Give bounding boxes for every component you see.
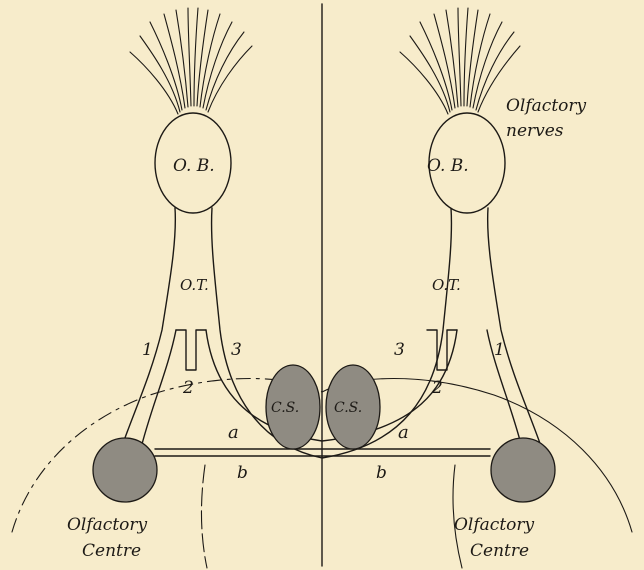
root-2-left-stub — [176, 330, 206, 370]
label-centre-left-2: Centre — [82, 541, 141, 561]
label-olfactory-nerves-2: nerves — [506, 121, 564, 141]
label-root-3-right: 3 — [394, 340, 405, 360]
label-cs-right: C.S. — [334, 400, 362, 416]
label-cs-left: C.S. — [271, 400, 299, 416]
label-centre-right-1: Olfactory — [454, 515, 535, 535]
label-root-2-left: 2 — [182, 378, 194, 398]
label-ob-right: O. B. — [427, 156, 469, 176]
label-root-1-left: 1 — [142, 340, 153, 360]
olfactory-nerves-left — [130, 8, 252, 114]
label-olfactory-nerves-1: Olfactory — [506, 96, 587, 116]
label-ot-left: O.T. — [180, 276, 209, 294]
olfactory-centre-right — [491, 438, 555, 502]
label-ot-right: O.T. — [432, 276, 461, 294]
label-b-left: b — [237, 463, 248, 483]
olfactory-centre-left — [93, 438, 157, 502]
label-centre-right-2: Centre — [470, 541, 529, 561]
label-root-3-left: 3 — [231, 340, 242, 360]
label-a-left: a — [228, 422, 239, 443]
label-a-right: a — [398, 422, 409, 443]
label-b-right: b — [376, 463, 387, 483]
label-ob-left: O. B. — [173, 156, 215, 176]
inner-contour-left — [201, 465, 207, 568]
label-root-2-right: 2 — [431, 378, 443, 398]
label-centre-left-1: Olfactory — [67, 515, 148, 535]
olfactory-nerves-right — [400, 8, 520, 114]
label-root-1-right: 1 — [494, 340, 505, 360]
